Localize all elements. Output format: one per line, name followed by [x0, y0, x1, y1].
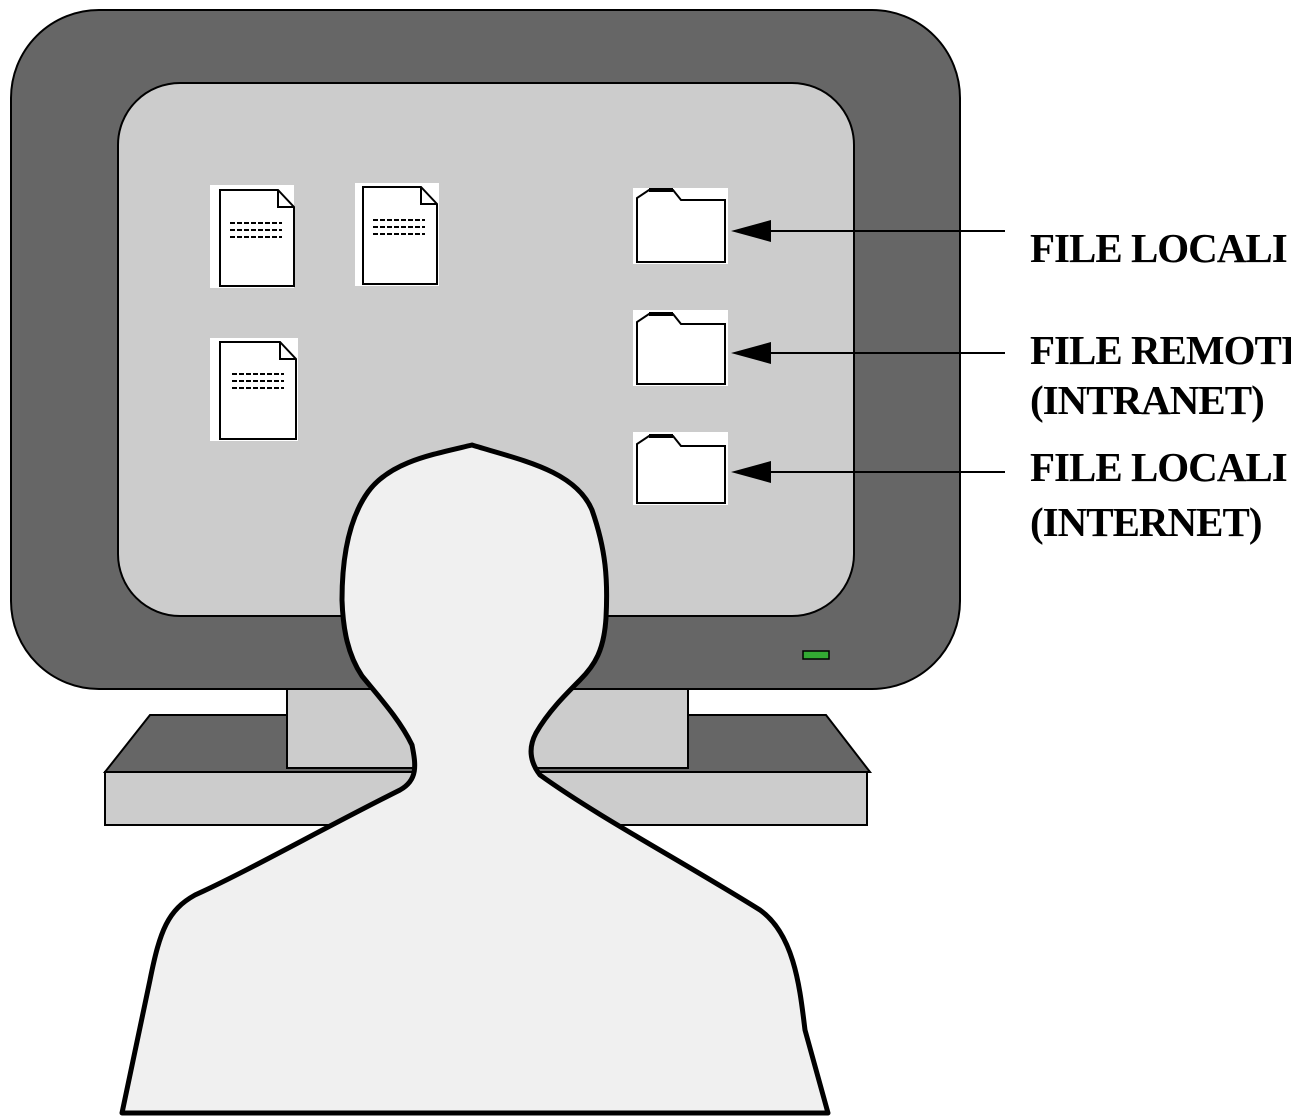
label-file-locali: FILE LOCALI — [1030, 225, 1287, 271]
person-silhouette — [119, 442, 831, 1116]
arrow-folder-local — [731, 220, 1005, 242]
document-icon[interactable] — [210, 338, 298, 441]
arrow-folder-internet — [731, 461, 1005, 483]
label-intranet: (INTRANET) — [1030, 377, 1264, 423]
label-file-locali-internet: FILE LOCALI — [1030, 444, 1287, 490]
label-file-remoti: FILE REMOTI — [1030, 327, 1291, 373]
folder-icon-internet[interactable] — [633, 432, 728, 505]
power-led — [802, 650, 830, 660]
document-icon[interactable] — [210, 185, 295, 288]
label-internet: (INTERNET) — [1030, 499, 1261, 545]
arrow-folder-intranet — [731, 342, 1005, 364]
document-icon[interactable] — [355, 183, 439, 286]
folder-icon-local[interactable] — [633, 188, 728, 264]
folder-icon-intranet[interactable] — [633, 310, 728, 386]
